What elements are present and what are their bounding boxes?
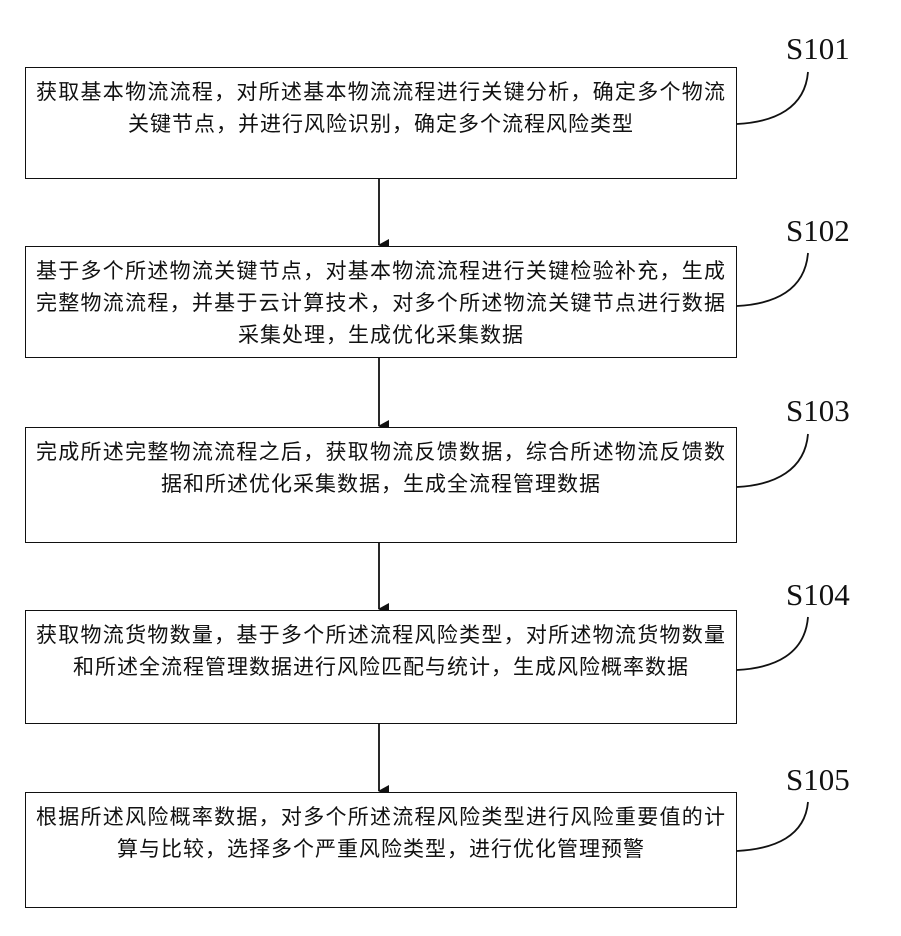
step-box-s101: 获取基本物流流程，对所述基本物流流程进行关键分析，确定多个物流关键节点，并进行风… <box>25 67 737 179</box>
step-box-s104: 获取物流货物数量，基于多个所述流程风险类型，对所述物流货物数量和所述全流程管理数… <box>25 610 737 724</box>
step-text-s101: 获取基本物流流程，对所述基本物流流程进行关键分析，确定多个物流关键节点，并进行风… <box>36 80 726 136</box>
step-label-s101: S101 <box>786 33 850 64</box>
leader-line-s101 <box>737 72 808 124</box>
step-box-s103: 完成所述完整物流流程之后，获取物流反馈数据，综合所述物流反馈数据和所述优化采集数… <box>25 427 737 543</box>
leader-line-s103 <box>737 434 808 487</box>
step-text-s102: 基于多个所述物流关键节点，对基本物流流程进行关键检验补充，生成完整物流流程，并基… <box>36 259 726 347</box>
step-text-s104: 获取物流货物数量，基于多个所述流程风险类型，对所述物流货物数量和所述全流程管理数… <box>36 623 726 679</box>
step-text-s103: 完成所述完整物流流程之后，获取物流反馈数据，综合所述物流反馈数据和所述优化采集数… <box>36 440 726 496</box>
step-label-s102: S102 <box>786 215 850 246</box>
leader-line-s105 <box>737 802 808 851</box>
step-box-s102: 基于多个所述物流关键节点，对基本物流流程进行关键检验补充，生成完整物流流程，并基… <box>25 246 737 358</box>
step-label-s103: S103 <box>786 395 850 426</box>
step-box-s105: 根据所述风险概率数据，对多个所述流程风险类型进行风险重要值的计算与比较，选择多个… <box>25 792 737 908</box>
leader-line-s104 <box>737 617 808 670</box>
leader-line-s102 <box>737 253 808 306</box>
step-label-s104: S104 <box>786 579 850 610</box>
step-text-s105: 根据所述风险概率数据，对多个所述流程风险类型进行风险重要值的计算与比较，选择多个… <box>36 805 726 861</box>
step-label-s105: S105 <box>786 764 850 795</box>
